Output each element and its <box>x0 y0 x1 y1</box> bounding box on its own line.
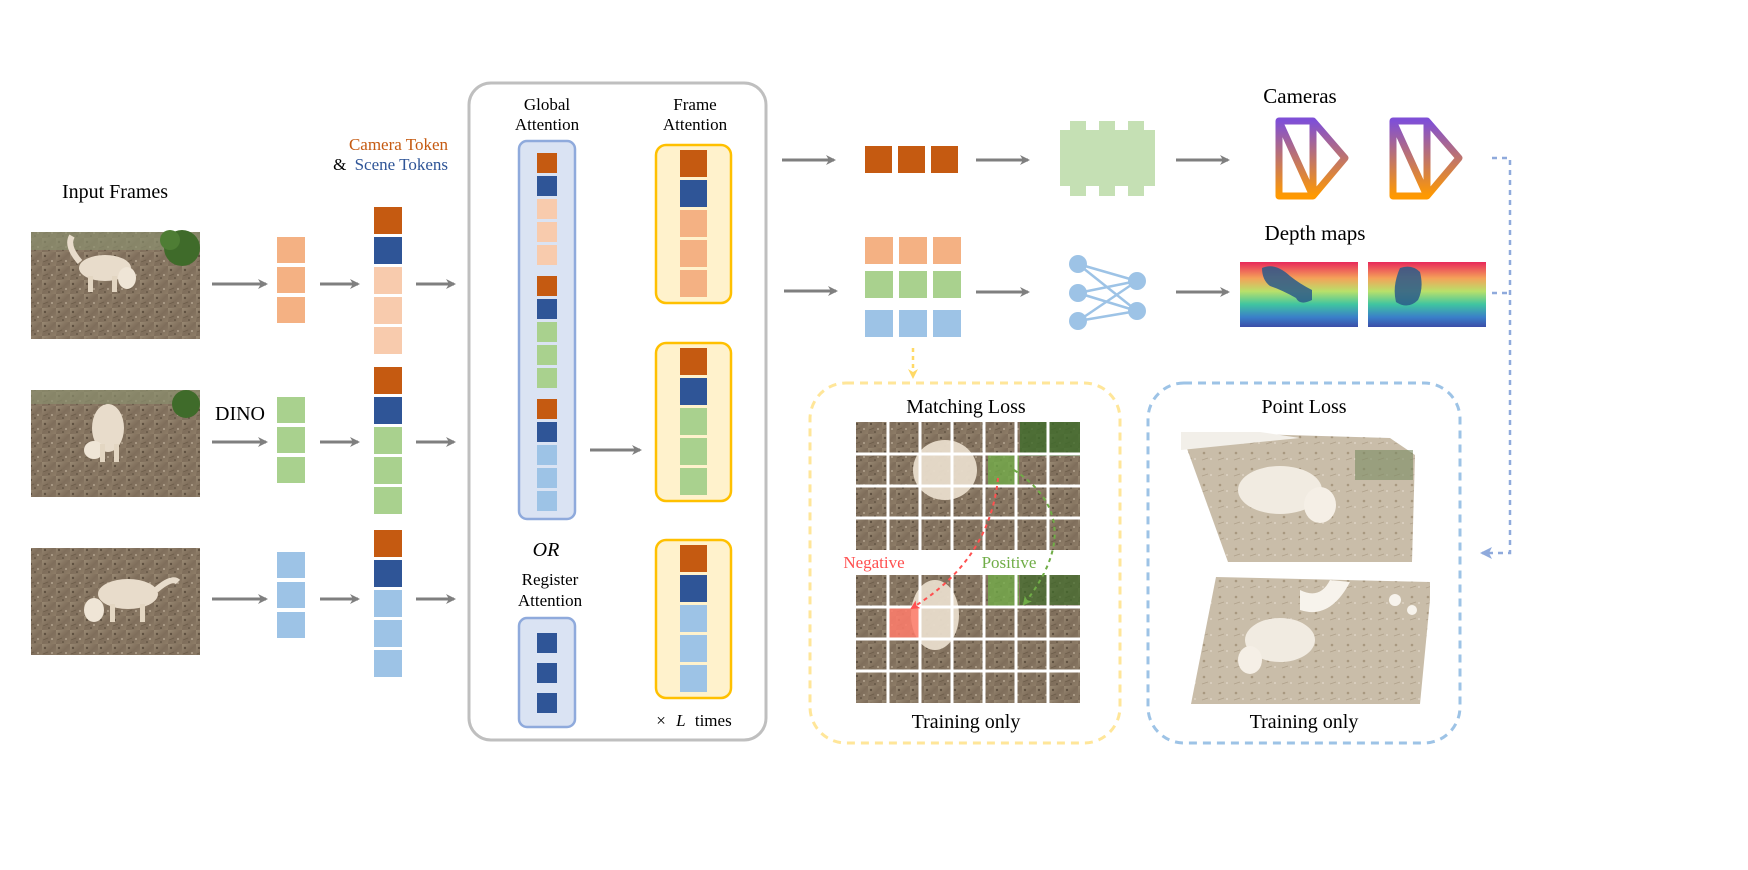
negative-label-bg <box>838 551 914 573</box>
depth-map-2 <box>1368 262 1486 327</box>
depth-head-icon <box>1069 255 1146 330</box>
token-stack-frame-3 <box>374 530 402 677</box>
camera-head-icon <box>1060 121 1155 196</box>
patch-tokens-frame-2 <box>277 397 305 483</box>
token-to-transformer-arrows <box>416 279 456 604</box>
frame-attention-label-1: Frame <box>673 95 716 114</box>
point-cloud-top <box>1181 432 1415 562</box>
input-frame-1 <box>31 230 200 339</box>
dog-icon <box>67 234 136 292</box>
positive-label-bg <box>974 551 1044 573</box>
amp-label: & <box>333 155 346 174</box>
dog-icon <box>84 404 124 462</box>
token-stack-frame-2 <box>374 367 402 514</box>
layers-repeat-label: × L times <box>656 711 731 730</box>
frame-attention-box-3 <box>654 538 733 700</box>
scene-tokens-label: Scene Tokens <box>355 155 448 174</box>
input-frame-3 <box>31 548 200 655</box>
negative-label: Negative <box>843 553 904 572</box>
scene-tokens-legend: & Scene Tokens <box>333 155 448 174</box>
register-attention-label-2: Attention <box>518 591 583 610</box>
point-training-only-label: Training only <box>1250 711 1359 733</box>
point-loss-label: Point Loss <box>1261 396 1346 418</box>
input-frames-label: Input Frames <box>62 181 168 203</box>
depth-map-1 <box>1240 262 1358 327</box>
patch-to-token-arrows <box>320 279 360 604</box>
matching-loss-box <box>808 381 1122 745</box>
frame-to-patch-arrows <box>212 279 268 604</box>
transformer-block <box>467 81 768 742</box>
point-loss-box <box>1146 381 1462 745</box>
matching-training-only-label: Training only <box>912 711 1021 733</box>
positive-label: Positive <box>982 553 1037 572</box>
matching-patch-grid-bottom <box>856 575 1080 703</box>
frame-attention-box-1 <box>654 143 733 305</box>
input-frame-2 <box>31 390 200 497</box>
output-to-point-loss-connector <box>1480 156 1512 559</box>
transformer-to-head-arrows <box>782 155 838 296</box>
or-label: OR <box>533 539 560 561</box>
patch-tokens-frame-3 <box>277 552 305 638</box>
patch-tokens-frame-1 <box>277 237 305 323</box>
cameras-label: Cameras <box>1263 84 1336 108</box>
scene-tokens-output <box>865 237 961 337</box>
token-stack-frame-1 <box>374 207 402 354</box>
global-attention-box <box>517 139 577 521</box>
global-attention-label-1: Global <box>524 95 571 114</box>
point-cloud-bottom <box>1191 577 1430 704</box>
camera-frustum-icon <box>1389 117 1463 200</box>
frame-attention-box-2 <box>654 341 733 503</box>
matching-loss-label: Matching Loss <box>906 396 1026 418</box>
register-attention-box <box>517 616 577 729</box>
dog-icon <box>84 577 181 622</box>
matching-patch-grid-top <box>856 422 1080 550</box>
camera-tokens-output <box>865 146 958 173</box>
token-to-head-arrows <box>976 155 1030 297</box>
head-to-output-arrows <box>1176 155 1230 297</box>
register-attention-label-1: Register <box>522 570 579 589</box>
global-attention-label-2: Attention <box>515 115 580 134</box>
camera-token-label: Camera Token <box>349 135 449 154</box>
positive-match-arrow <box>1013 469 1056 606</box>
dino-label: DINO <box>215 403 265 425</box>
depth-maps-label: Depth maps <box>1265 221 1366 245</box>
negative-match-arrow <box>910 477 999 610</box>
camera-frustum-icon <box>1275 117 1349 200</box>
frame-attention-label-2: Attention <box>663 115 728 134</box>
